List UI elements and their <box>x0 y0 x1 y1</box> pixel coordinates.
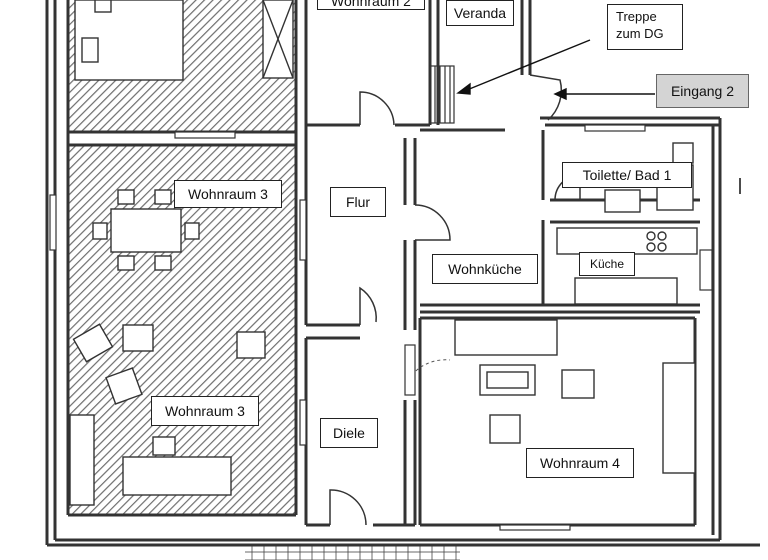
label-wohnraum-3-upper: Wohnraum 3 <box>174 180 282 208</box>
label-toilette-bad-1: Toilette/ Bad 1 <box>562 162 692 188</box>
label-wohnraum-4: Wohnraum 4 <box>526 448 634 478</box>
label-wohnraum-3-lower: Wohnraum 3 <box>151 396 259 426</box>
label-diele: Diele <box>320 418 378 448</box>
pointer-arrows <box>456 39 655 101</box>
walls <box>45 0 760 547</box>
windows <box>49 124 713 531</box>
label-eingang-2: Eingang 2 <box>656 74 749 108</box>
label-veranda: Veranda <box>446 0 514 26</box>
staircase <box>429 65 455 124</box>
label-wohnkueche: Wohnküche <box>432 254 538 284</box>
label-wohnraum-2: Wohnraum 2 <box>317 0 425 10</box>
label-flur: Flur <box>330 187 386 217</box>
label-treppe-zum-dg: Treppe zum DG <box>607 4 683 50</box>
floor-bottom-strip <box>245 545 460 560</box>
label-kueche: Küche <box>579 252 635 276</box>
